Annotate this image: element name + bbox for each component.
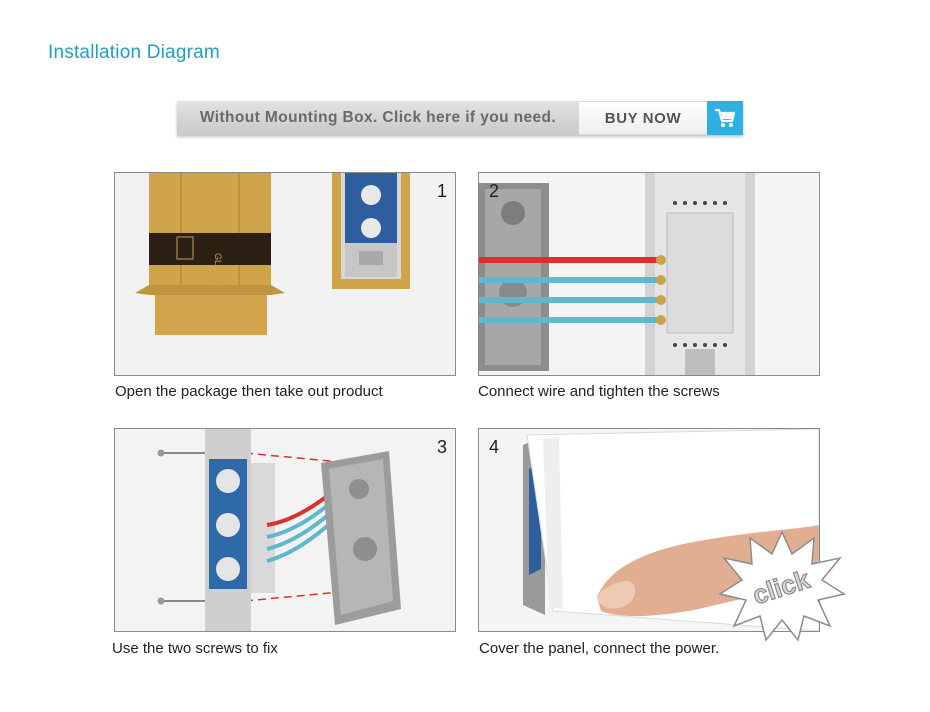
step-caption: Use the two screws to fix xyxy=(112,640,278,657)
svg-text:GLASS: GLASS xyxy=(213,253,223,283)
step-caption: Connect wire and tighten the screws xyxy=(478,383,720,400)
mounting-box-banner[interactable]: Without Mounting Box. Click here if you … xyxy=(177,101,743,135)
click-burst-badge: click xyxy=(718,530,846,642)
page-title: Installation Diagram xyxy=(48,42,220,63)
buy-now-button[interactable]: BUY NOW xyxy=(579,101,707,135)
step-caption: Cover the panel, connect the power. xyxy=(479,640,720,657)
step-caption: Open the package then take out product xyxy=(115,383,383,400)
banner-text[interactable]: Without Mounting Box. Click here if you … xyxy=(177,101,579,135)
step-2-image: 2 xyxy=(478,172,820,376)
cart-icon[interactable] xyxy=(707,101,743,135)
step-number: 1 xyxy=(437,181,448,201)
step-1-image: GLASS 1 xyxy=(114,172,456,376)
step-number: 4 xyxy=(489,437,500,457)
step-number: 2 xyxy=(489,181,500,201)
step-4-image: 4 xyxy=(478,428,820,632)
step-3-image: 3 xyxy=(114,428,456,632)
step-number: 3 xyxy=(437,437,448,457)
